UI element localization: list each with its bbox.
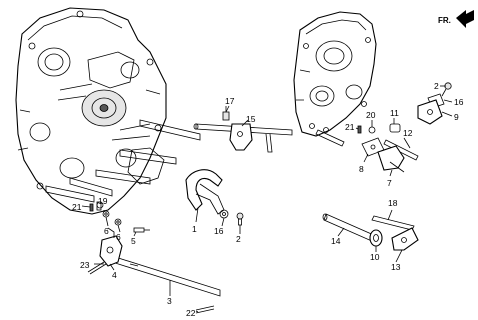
callout-10: 10: [370, 252, 380, 262]
callout-23: 23: [80, 260, 90, 270]
callout-16-center: 16: [214, 226, 224, 236]
callout-20: 20: [366, 110, 376, 120]
bolt-5: [133, 227, 150, 233]
callout-19: 19: [98, 196, 108, 206]
callout-14: 14: [331, 236, 341, 246]
callout-2-right: 2: [434, 81, 439, 91]
forward-arrow-icon: [456, 10, 474, 28]
clip-16-center: [219, 209, 229, 219]
callout-18: 18: [388, 198, 398, 208]
spring-10: [369, 229, 383, 247]
callout-9: 9: [454, 112, 459, 122]
rod-12: [383, 139, 419, 161]
callout-labels: 17 15 1 16 2 19 21 6 6 5 23 4 3 22 2 16 …: [72, 81, 464, 318]
bracket-9: [417, 99, 443, 125]
ball-21-right: [357, 125, 362, 134]
collar-11: [389, 123, 401, 133]
pin-22: [195, 305, 215, 314]
orientation-marker: FR.: [438, 10, 474, 28]
lever-7: [377, 145, 405, 173]
detent-19: [96, 201, 102, 211]
callout-7: 7: [387, 178, 392, 188]
callout-2-center: 2: [236, 234, 241, 244]
orientation-label: FR.: [438, 16, 451, 25]
leader-lines: [81, 85, 453, 313]
callout-3: 3: [167, 296, 172, 306]
transmission-case-housing: [15, 7, 167, 215]
main-shift-rod-3: [109, 255, 221, 297]
bolt-2-center: [236, 212, 244, 226]
lever-13: [391, 227, 419, 251]
spring-20: [368, 126, 376, 134]
callout-8: 8: [359, 164, 364, 174]
callout-5: 5: [131, 236, 136, 246]
washer-6b: [114, 218, 122, 226]
callout-4: 4: [112, 270, 117, 280]
callout-21-left: 21: [72, 202, 82, 212]
ball-21-left: [89, 203, 94, 212]
shift-fork-1: [185, 169, 225, 215]
callout-21-right: 21: [345, 122, 355, 132]
callout-17: 17: [225, 96, 235, 106]
shift-rod-15: [193, 123, 293, 153]
callout-13: 13: [391, 262, 401, 272]
callout-6b: 6: [116, 232, 121, 242]
callout-11: 11: [390, 108, 399, 118]
callout-12: 12: [403, 128, 413, 138]
callout-22: 22: [186, 308, 196, 318]
callout-15: 15: [246, 114, 256, 124]
shift-arm-4: [99, 227, 123, 267]
bolt-2-right: [441, 82, 452, 97]
pin-18: [371, 215, 415, 231]
cover-rod: [315, 129, 345, 147]
callout-16-right: 16: [454, 97, 464, 107]
case-cover: [293, 11, 377, 137]
callout-6a: 6: [104, 226, 109, 236]
callout-1: 1: [192, 224, 197, 234]
case-shafts: [45, 119, 201, 203]
